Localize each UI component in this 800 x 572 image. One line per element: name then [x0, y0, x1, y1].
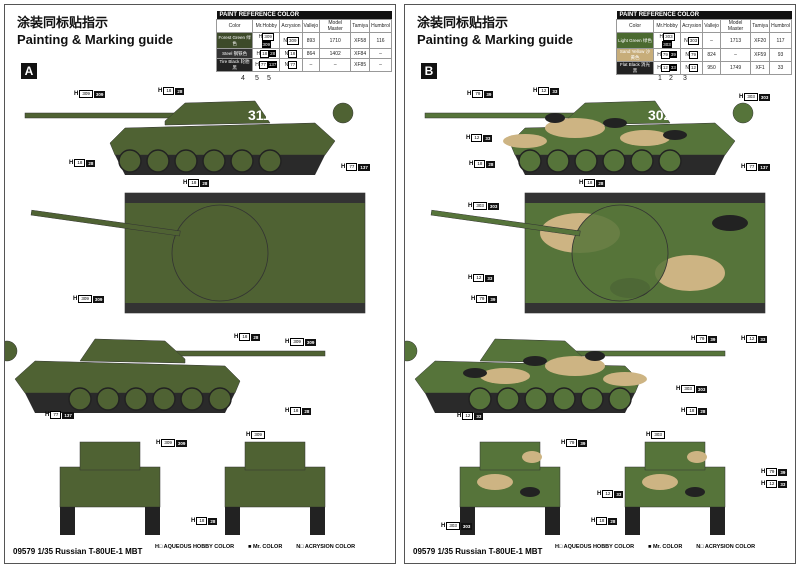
- tank-side-view: [405, 338, 726, 413]
- tank-side-view: [5, 338, 326, 413]
- camo-pattern: [503, 113, 687, 148]
- tank-illustrations: 302: [405, 100, 766, 535]
- footer-title: 09579 1/35 Russian T-80UE-1 MBT: [413, 547, 543, 556]
- part-number: 1: [658, 75, 662, 82]
- part-number: 2: [669, 75, 673, 82]
- scheme-letter: B: [421, 63, 437, 79]
- title-chinese: 涂装同标贴指示: [417, 15, 509, 30]
- tank-illustrations: 311: [5, 100, 366, 535]
- part-number: 5: [255, 75, 259, 82]
- tank-end-view: [59, 441, 161, 535]
- tank-end-view: [224, 441, 326, 535]
- tank-end-view: [624, 441, 726, 535]
- title-chinese: 涂装同标贴指示: [17, 15, 109, 30]
- tank-top-view: [30, 192, 366, 314]
- turret-number: 302: [648, 107, 672, 123]
- part-number: 4: [241, 75, 245, 82]
- tank-top-view: [430, 192, 766, 314]
- title-english: Painting & Marking guide: [417, 32, 574, 47]
- sheet-scheme-a: 涂装同标贴指示 Painting & Marking guide A PAINT…: [4, 4, 396, 564]
- part-number: 3: [683, 75, 687, 82]
- tank-side-view: [24, 100, 354, 175]
- scheme-letter: A: [21, 63, 37, 79]
- part-number: 5: [267, 75, 271, 82]
- sheet-scheme-b: 涂装同标贴指示 Painting & Marking guide B PAINT…: [404, 4, 796, 564]
- footer-title: 09579 1/35 Russian T-80UE-1 MBT: [13, 547, 143, 556]
- tank-end-view: [459, 441, 561, 535]
- tank-side-view: [424, 100, 754, 175]
- title-english: Painting & Marking guide: [17, 32, 174, 47]
- camo-pattern: [463, 351, 647, 386]
- turret-number: 311: [248, 107, 271, 123]
